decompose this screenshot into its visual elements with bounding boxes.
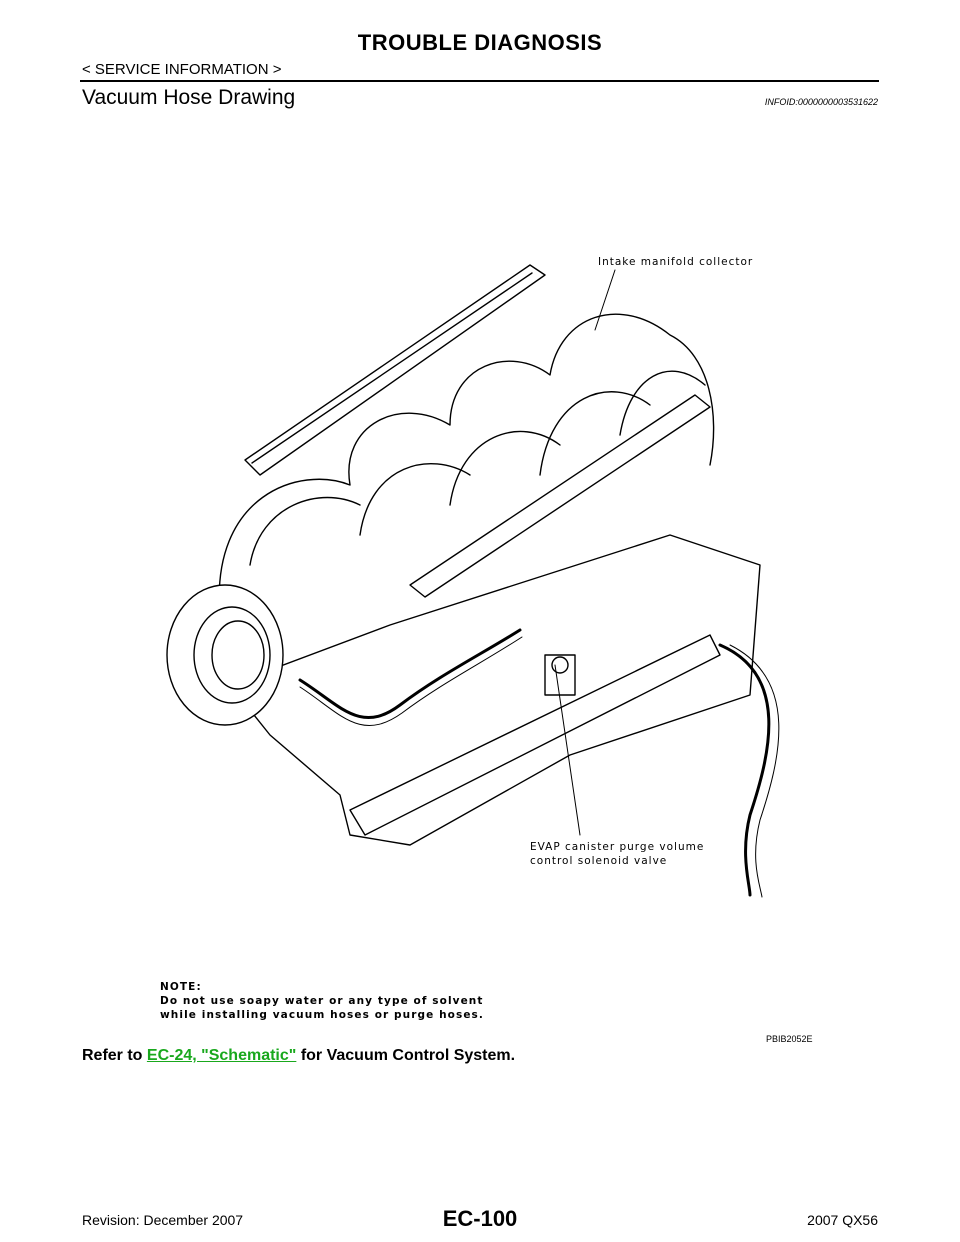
section-breadcrumb: < SERVICE INFORMATION > [82, 61, 282, 78]
header-divider [80, 80, 879, 82]
callout-evap-valve-line1: EVAP canister purge volume [530, 841, 705, 853]
installation-note: NOTE: Do not use soapy water or any type… [160, 980, 484, 1022]
note-heading: NOTE: [160, 981, 202, 993]
vacuum-hose-illustration: Intake manifold collector EVAP canister … [150, 235, 810, 1035]
refer-prefix: Refer to [82, 1047, 143, 1064]
callout-evap-valve-line2: control solenoid valve [530, 855, 668, 867]
schematic-link[interactable]: EC-24, "Schematic" [146, 1047, 297, 1064]
vehicle-model: 2007 QX56 [807, 1212, 878, 1228]
info-id: INFOID:0000000003531622 [764, 97, 878, 107]
note-line-1: Do not use soapy water or any type of so… [160, 995, 484, 1007]
revision-date: Revision: December 2007 [82, 1212, 244, 1228]
callout-intake-manifold-collector: Intake manifold collector [598, 256, 754, 268]
page-header-title: TROUBLE DIAGNOSIS [357, 30, 603, 55]
note-line-2: while installing vacuum hoses or purge h… [160, 1009, 484, 1021]
refer-suffix: for Vacuum Control System. [300, 1047, 516, 1064]
intake-manifold-drawing [166, 264, 780, 898]
figure-id: PBIB2052E [766, 1034, 813, 1044]
refer-sentence: Refer to EC-24, "Schematic" for Vacuum C… [82, 1047, 515, 1065]
section-title: Vacuum Hose Drawing [82, 86, 296, 109]
page-number: EC-100 [442, 1206, 518, 1231]
